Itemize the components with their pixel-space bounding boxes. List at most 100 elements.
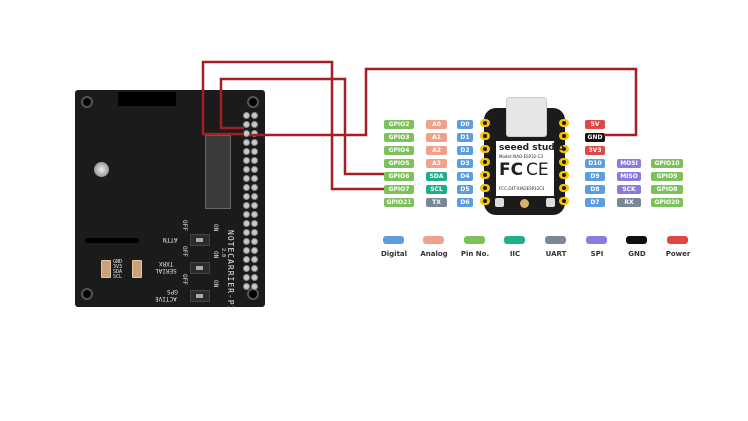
pin-label-main: D8 [585,185,605,194]
pin-label-main: D7 [585,198,605,207]
pin-label-function: MISO [617,172,641,181]
header-pin [243,175,250,182]
header-pin [243,202,250,209]
legend-swatch [423,236,444,244]
castellated-pad [559,171,569,179]
pin-label-gpio: GPIO6 [384,172,414,181]
header-pin [243,157,250,164]
header-pin [251,202,258,209]
pin-label-gpio: GPIO5 [384,159,414,168]
wire-gnd [250,67,638,137]
header-pin [251,220,258,227]
pin-label-function: SDA [426,172,447,181]
castellated-pad [559,158,569,166]
legend-label: IIC [509,250,521,258]
switch-off-label: OFF [181,274,188,285]
header-pin [251,184,258,191]
switch-on-label: ON [212,224,219,232]
serial-switch[interactable] [190,262,210,274]
legend-label: GND [628,250,646,258]
castellated-pad [559,145,569,153]
pin-label-gpio: GPIO20 [651,198,683,207]
pin-label-digital: D2 [457,146,473,155]
pin-label-function: A1 [426,133,447,142]
header-pin [243,265,250,272]
m2-connector [205,135,231,209]
qwiic-label-3v3: 3V3 [113,264,123,270]
header-pin [251,121,258,128]
reset-button[interactable] [495,198,504,207]
header-pin [243,229,250,236]
header-pin [251,274,258,281]
castellated-pad [559,132,569,140]
pin-label-digital: D3 [457,159,473,168]
attn-switch[interactable] [190,234,210,246]
header-pin [243,139,250,146]
legend-label: Analog [420,250,448,258]
brand-label: seeed studio [499,143,565,153]
legend-swatch [545,236,566,244]
pin-label-gpio: GPIO3 [384,133,414,142]
pin-label-function: TX [426,198,447,207]
switch-off-label: OFF [181,220,188,231]
header-pin [243,256,250,263]
model-label: Model:XIAO-ESP32-C3 [499,154,543,159]
header-pin [243,211,250,218]
header-pin [251,139,258,146]
ce-logo: CE [526,160,549,180]
legend-swatch [586,236,607,244]
header-pin [251,265,258,272]
header-pin [243,121,250,128]
castellated-pad [480,119,490,127]
pin-label-gpio: GPIO9 [651,172,683,181]
qwiic-label-sda: SDA [113,269,123,275]
castellated-pad [480,197,490,205]
pin-label-gpio: GPIO8 [651,185,683,194]
antenna-connector [520,199,529,208]
legend-label: Power [665,250,691,258]
header-pin [251,157,258,164]
switch-on-label: ON [212,251,219,259]
pin-label-main: 5V [585,120,605,129]
fc-logo: FC [499,160,524,180]
cutout-slot [85,238,139,243]
pin-label-main: 3V3 [585,146,605,155]
pin-label-function: A3 [426,159,447,168]
header-pin [243,112,250,119]
card-slot [118,92,176,106]
castellated-pad [480,171,490,179]
qwiic-connector [132,260,142,278]
pin-label-function: A0 [426,120,447,129]
qwiic-label-scl: SCL [113,274,123,280]
header-pin [251,247,258,254]
header-pin [243,184,250,191]
castellated-pad [480,158,490,166]
header-pin [243,238,250,245]
screw-icon [94,162,109,177]
pin-label-gpio: GPIO7 [384,185,414,194]
gps-active-switch[interactable] [190,290,210,302]
qwiic-label-gnd: GND [113,259,123,265]
pin-label-main: GND [585,133,605,142]
pin-label-function: SCL [426,185,447,194]
castellated-pad [559,184,569,192]
legend-label: SPI [590,250,604,258]
switch-on-label: ON [212,280,219,288]
boot-button[interactable] [546,198,555,207]
header-pin [251,166,258,173]
castellated-pad [480,132,490,140]
header-pin [243,283,250,290]
header-pin [243,166,250,173]
board-name-label: NOTECARRIER-PI [226,230,235,312]
pin-label-digital: D6 [457,198,473,207]
legend-swatch [626,236,647,244]
board-version-label: 2.0 [220,248,226,258]
legend-label: Pin No. [460,250,490,258]
wire-scl [201,60,384,191]
header-pin [243,148,250,155]
header-pin [251,130,258,137]
xiao-shield-label: seeed studio Model:XIAO-ESP32-C3 FC CE F… [496,141,564,196]
castellated-pad [559,119,569,127]
header-pin [251,256,258,263]
